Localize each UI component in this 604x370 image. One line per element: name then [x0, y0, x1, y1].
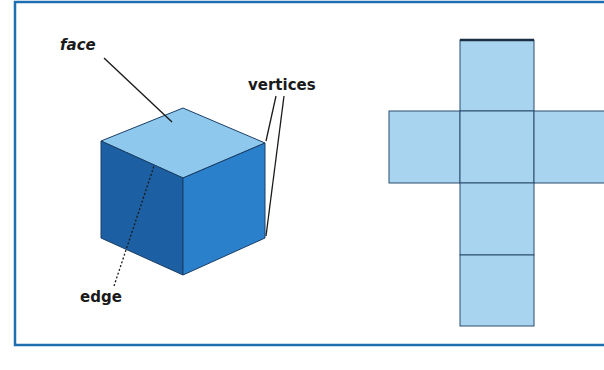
net-square	[460, 255, 534, 326]
cube-net	[389, 40, 604, 326]
net-edge	[460, 39, 534, 42]
part-label: face	[60, 38, 96, 53]
leader-line	[104, 58, 172, 122]
cube-right-face	[183, 143, 265, 275]
net-square	[460, 111, 534, 183]
part-label: vertices	[248, 78, 316, 93]
leader-line	[266, 96, 284, 236]
leader-line	[266, 96, 276, 141]
net-square	[460, 40, 534, 111]
net-square	[460, 183, 534, 255]
net-square	[534, 111, 604, 183]
net-square	[389, 111, 460, 183]
leader-line	[114, 166, 154, 286]
cube-left-face	[101, 141, 183, 275]
frame	[15, 2, 604, 345]
part-label: edge	[80, 290, 122, 305]
